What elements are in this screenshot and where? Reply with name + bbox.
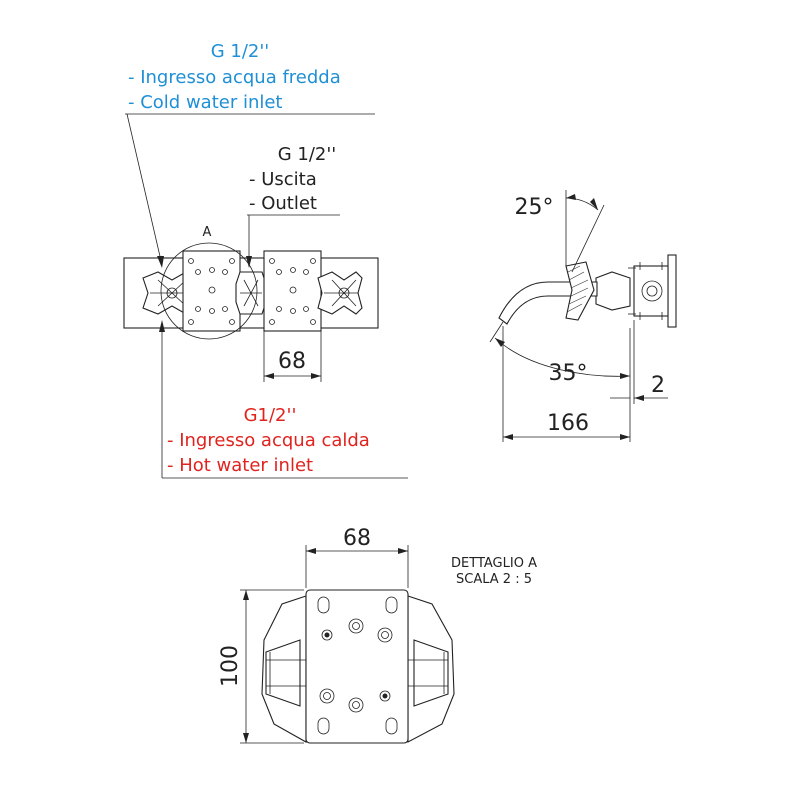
outlet-callout: G 1/2'' - Uscita - Outlet	[246, 144, 340, 268]
hot-inlet-label-en: - Hot water inlet	[167, 455, 313, 476]
front-mounting-plate-1	[182, 250, 241, 332]
front-plate-width-dimension: 68	[263, 331, 322, 382]
cold-inlet-label-en: - Cold water inlet	[128, 92, 283, 113]
detail-width-dimension: 68	[305, 526, 409, 588]
svg-text:166: 166	[547, 411, 589, 436]
outlet-label-it: - Uscita	[249, 169, 317, 190]
right-cross-handle	[317, 271, 363, 315]
front-mounting-plate-2	[263, 250, 322, 332]
detail-left-body	[261, 595, 307, 743]
angle-25-dimension: 25°	[515, 190, 605, 273]
front-view: A 68	[123, 225, 379, 382]
hot-inlet-callout: G1/2'' - Ingresso acqua calda - Hot wate…	[159, 320, 408, 479]
detail-right-body	[407, 595, 455, 743]
svg-text:100: 100	[218, 645, 243, 687]
side-wall-plate	[667, 254, 677, 328]
side-concealed-body	[628, 262, 669, 320]
detail-a-marker: A	[203, 225, 212, 240]
offset-2-dimension: 2	[610, 320, 668, 442]
projection-166-dimension: 166	[502, 326, 630, 442]
outlet-label-en: - Outlet	[249, 193, 317, 214]
hot-inlet-label-it: - Ingresso acqua calda	[167, 430, 370, 451]
svg-text:68: 68	[343, 526, 371, 551]
hot-inlet-thread: G1/2''	[244, 405, 297, 426]
cold-inlet-thread: G 1/2''	[211, 41, 270, 62]
cold-inlet-callout: G 1/2'' - Ingresso acqua fredda - Cold w…	[125, 41, 375, 268]
detail-a-view: DETTAGLIO A SCALA 2 : 5	[218, 526, 537, 744]
svg-text:68: 68	[278, 349, 306, 374]
angle-35-dimension: 35°	[489, 321, 631, 386]
detail-mounting-plate	[305, 589, 409, 744]
svg-text:2: 2	[651, 373, 665, 398]
outlet-thread: G 1/2''	[278, 144, 337, 165]
svg-text:35°: 35°	[549, 361, 588, 386]
detail-a-circle	[160, 242, 258, 340]
side-handle	[565, 261, 595, 321]
detail-scale: SCALA 2 : 5	[456, 572, 532, 587]
detail-height-dimension: 100	[218, 589, 304, 744]
side-view: 25° 35° 2 166	[489, 190, 677, 442]
cold-inlet-label-it: - Ingresso acqua fredda	[128, 67, 341, 88]
detail-title: DETTAGLIO A	[451, 556, 537, 571]
side-cover	[595, 271, 631, 311]
middle-outlet-body	[235, 271, 267, 315]
svg-text:25°: 25°	[515, 195, 554, 220]
